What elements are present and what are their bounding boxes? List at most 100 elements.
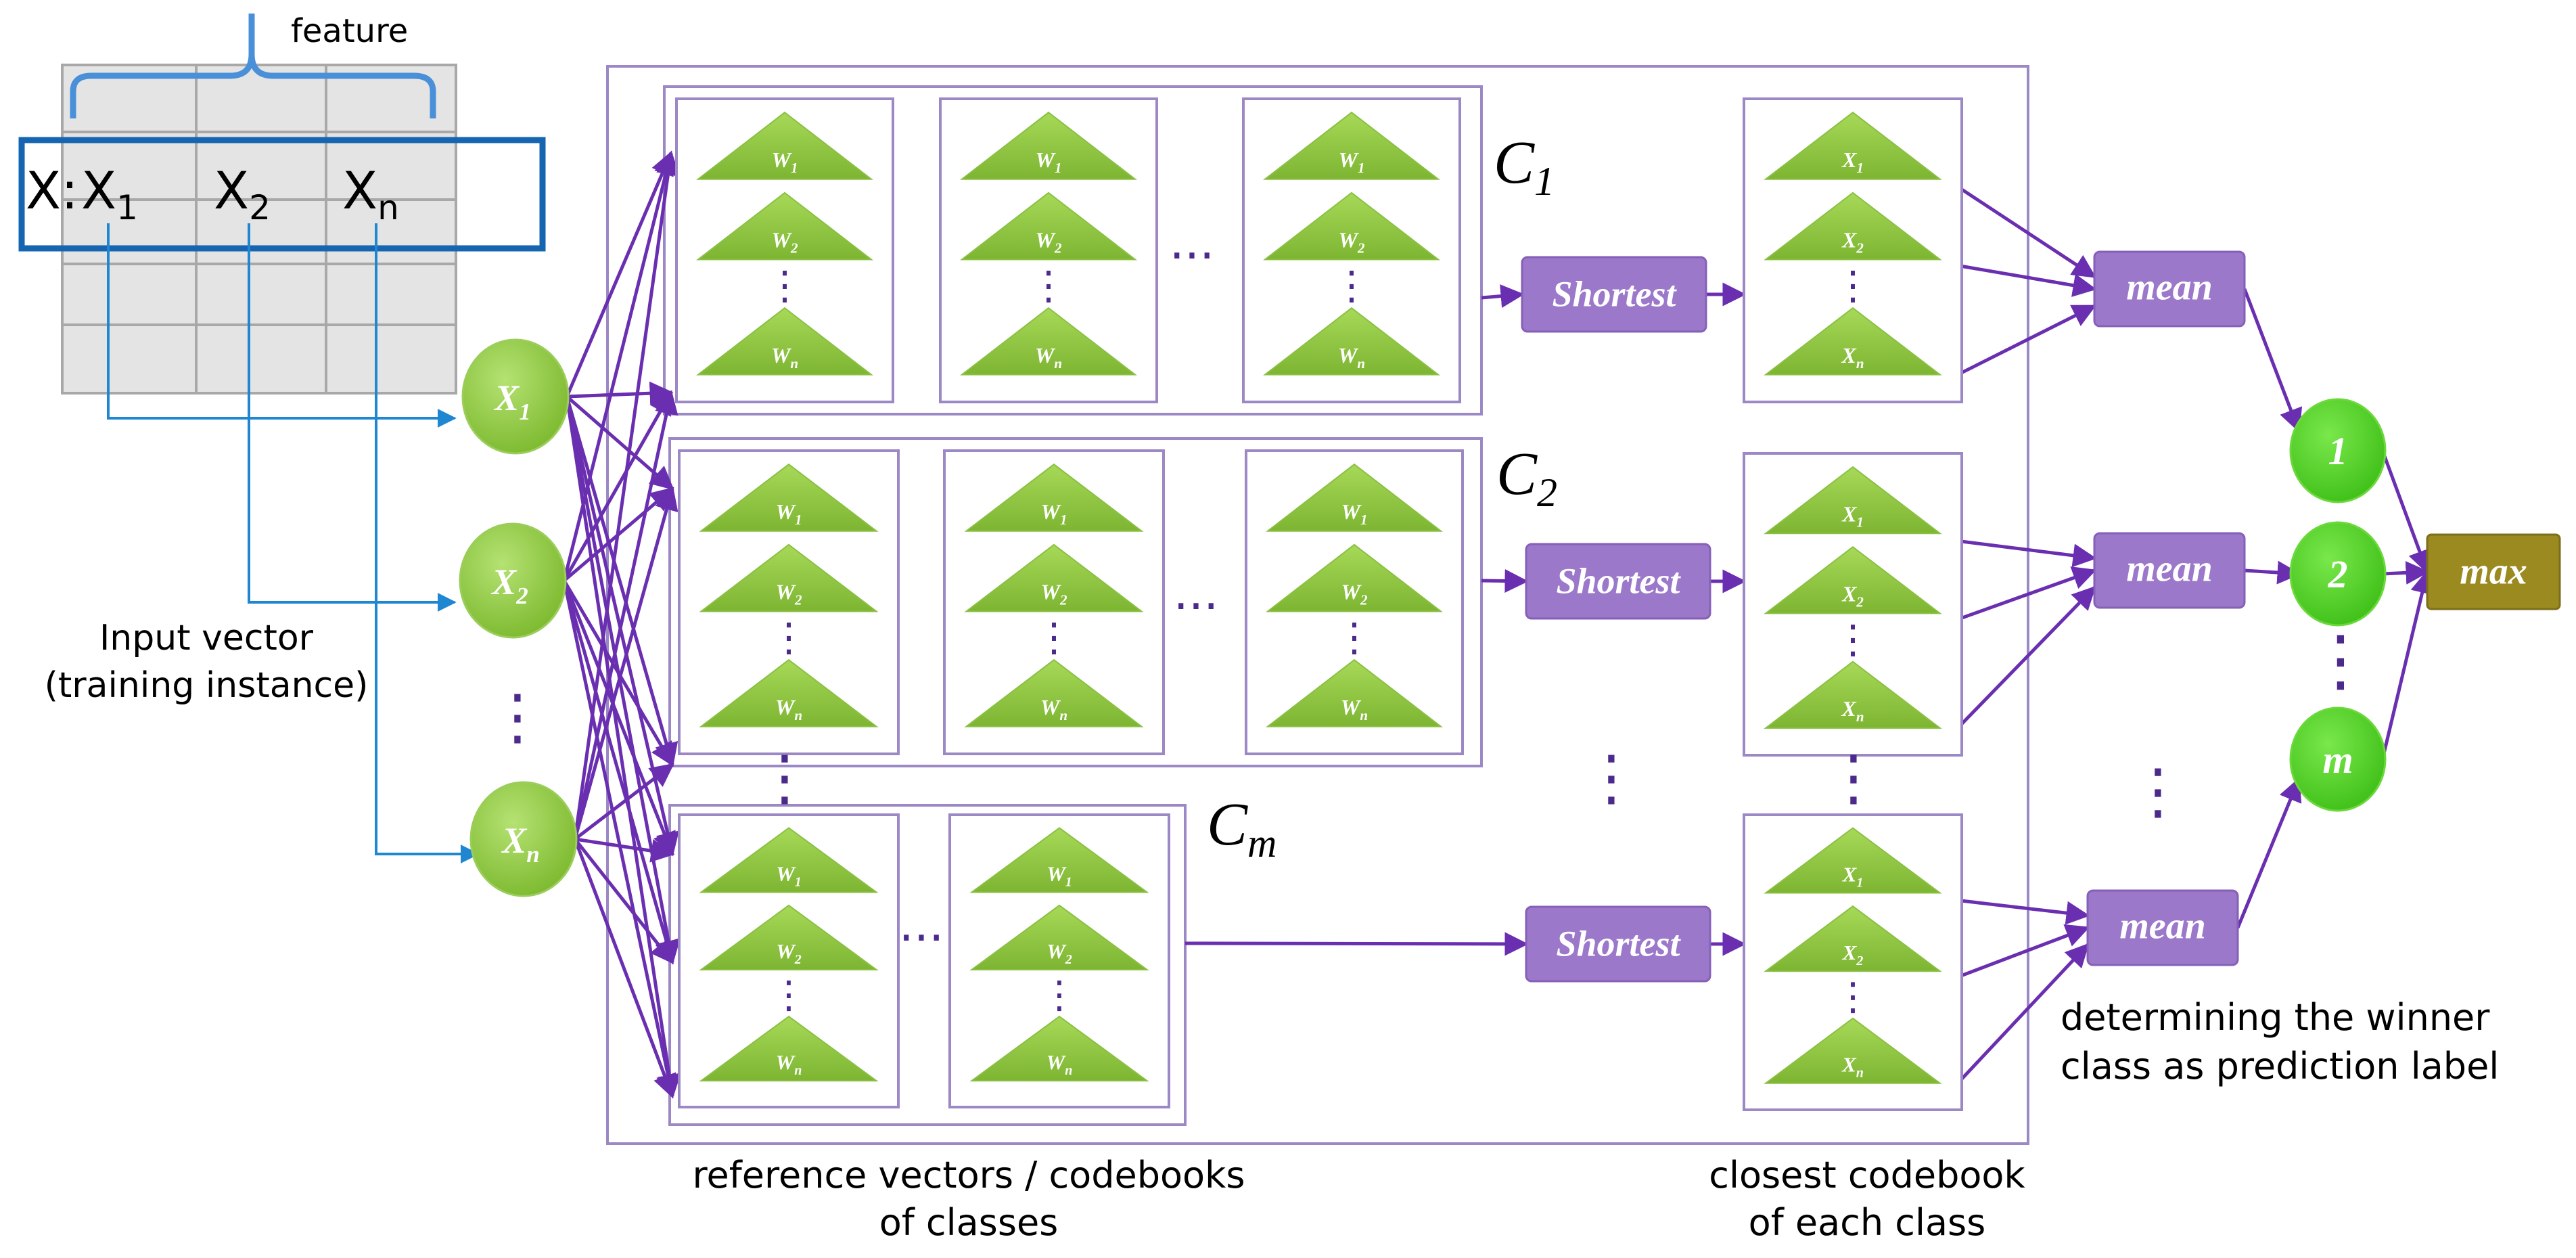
weight-triangle xyxy=(699,904,879,970)
weight-triangle xyxy=(964,463,1144,532)
stack-ellipsis: ⋮ xyxy=(769,614,808,660)
input-caption-line2: (training instance) xyxy=(45,665,369,706)
codebook-boxes: W1W2Wn⋮W1W2Wn⋮W1W2Wn⋮W1W2Wn⋮W1W2Wn⋮W1W2W… xyxy=(675,97,1963,1111)
weight-triangle xyxy=(696,111,873,180)
shortest-box-2: Shortest xyxy=(1525,543,1711,620)
weight-triangle xyxy=(1266,658,1443,727)
weight-triangle xyxy=(960,192,1137,261)
closest-label: X1 xyxy=(1842,862,1864,890)
codebook-ellipsis-c1: ··· xyxy=(1170,228,1215,284)
closest-caption-line1: closest codebook xyxy=(1709,1154,2025,1196)
weight-label: W2 xyxy=(1036,228,1062,256)
weight-label: W2 xyxy=(1339,228,1365,256)
input-node-3: Xn xyxy=(469,781,578,897)
closest-to-mean-edge xyxy=(1956,943,2090,1085)
weight-label: W1 xyxy=(776,861,802,889)
weight-triangle xyxy=(1263,111,1440,180)
class-frame-c1 xyxy=(663,85,1483,415)
mean-to-output-edge xyxy=(2242,288,2303,433)
weight-triangle xyxy=(969,904,1149,970)
shortest-box xyxy=(1525,905,1711,983)
shortest-box-3: Shortest xyxy=(1525,905,1711,983)
mean-box-3: mean xyxy=(2086,889,2239,966)
output-node-3: m xyxy=(2289,706,2387,812)
closest-triangle xyxy=(1764,307,1942,376)
weight-label: W1 xyxy=(1041,499,1067,528)
mean-box xyxy=(2093,532,2246,609)
closest-ellipsis: ⋮ xyxy=(1823,742,1884,813)
input-to-codebook-edge xyxy=(562,580,680,1099)
stack-ellipsis: ⋮ xyxy=(765,263,804,309)
mean-ellipsis: ⋮ xyxy=(2128,756,2188,827)
shortest-label: Shortest xyxy=(1556,561,1681,602)
stack-ellipsis: ⋮ xyxy=(1040,973,1078,1017)
stack-ellipsis: ⋮ xyxy=(1029,263,1068,309)
closest-to-mean-edge xyxy=(1956,585,2096,729)
weight-triangle xyxy=(699,658,879,727)
input-node-label: X2 xyxy=(490,562,528,609)
output-node-circle xyxy=(2289,521,2387,627)
input-node-label: X1 xyxy=(493,378,531,425)
weight-triangle xyxy=(969,827,1149,893)
weight-triangle xyxy=(1263,307,1440,376)
weight-triangle xyxy=(964,543,1144,612)
output-node-label: m xyxy=(2322,738,2353,782)
shortest-ellipsis: ⋮ xyxy=(1581,742,1642,813)
max-box-rect xyxy=(2426,533,2561,610)
mean-label: mean xyxy=(2126,266,2213,308)
edges xyxy=(562,150,2434,1099)
input-to-codebook-edge xyxy=(565,150,674,397)
output-node-label: 2 xyxy=(2328,552,2348,596)
input-to-codebook-edge xyxy=(573,390,678,840)
weight-triangle xyxy=(1263,192,1440,261)
class-frame-cm xyxy=(668,804,1187,1126)
weight-label: W1 xyxy=(1341,499,1368,528)
weight-label: Wn xyxy=(1040,695,1067,723)
input-to-codebook-edge xyxy=(574,763,674,840)
nodes: X1X2XnShortestShortestShortestmeanmeanme… xyxy=(459,250,2561,983)
weight-label: Wn xyxy=(775,695,802,723)
weight-label: W2 xyxy=(772,228,798,256)
connector-x2 xyxy=(248,223,457,612)
weight-triangle xyxy=(1266,463,1443,532)
output-to-max-edge xyxy=(2380,569,2434,760)
input-to-codebook-edge xyxy=(566,381,674,405)
output-node-ellipsis: ⋮ xyxy=(2307,621,2374,700)
shortest-box-1: Shortest xyxy=(1521,256,1707,333)
shortest-box xyxy=(1525,543,1711,620)
closest-to-mean-edge xyxy=(1956,304,2097,376)
closest-label: X2 xyxy=(1841,228,1864,256)
closest-to-mean-edge xyxy=(1957,263,2097,297)
class-label-cm: Cm xyxy=(1207,791,1276,866)
output-node-circle xyxy=(2289,706,2387,812)
class-label-c1: C1 xyxy=(1494,129,1555,204)
weight-label: Wn xyxy=(1035,343,1062,372)
closest-triangle xyxy=(1764,827,1942,894)
weight-triangle xyxy=(699,543,879,612)
closest-triangle xyxy=(1764,905,1942,972)
weight-label: Wn xyxy=(771,343,798,372)
closest-triangle xyxy=(1764,111,1942,180)
input-to-codebook-edge xyxy=(562,390,673,582)
input-to-codebook-edge xyxy=(565,396,681,1099)
input-to-codebook-edge xyxy=(573,838,676,1099)
closest-label: X2 xyxy=(1842,941,1864,968)
mean-box-2: mean xyxy=(2093,532,2246,609)
closest-triangle xyxy=(1764,192,1942,261)
input-to-codebook-edge xyxy=(562,579,674,767)
input-node-circle xyxy=(469,781,578,897)
weight-triangle xyxy=(699,463,879,532)
codebook-ellipsis-c2: ··· xyxy=(1174,579,1219,634)
connector-xn xyxy=(375,223,480,863)
input-to-codebook-edge xyxy=(562,580,676,857)
class-label-c2: C2 xyxy=(1496,441,1557,515)
